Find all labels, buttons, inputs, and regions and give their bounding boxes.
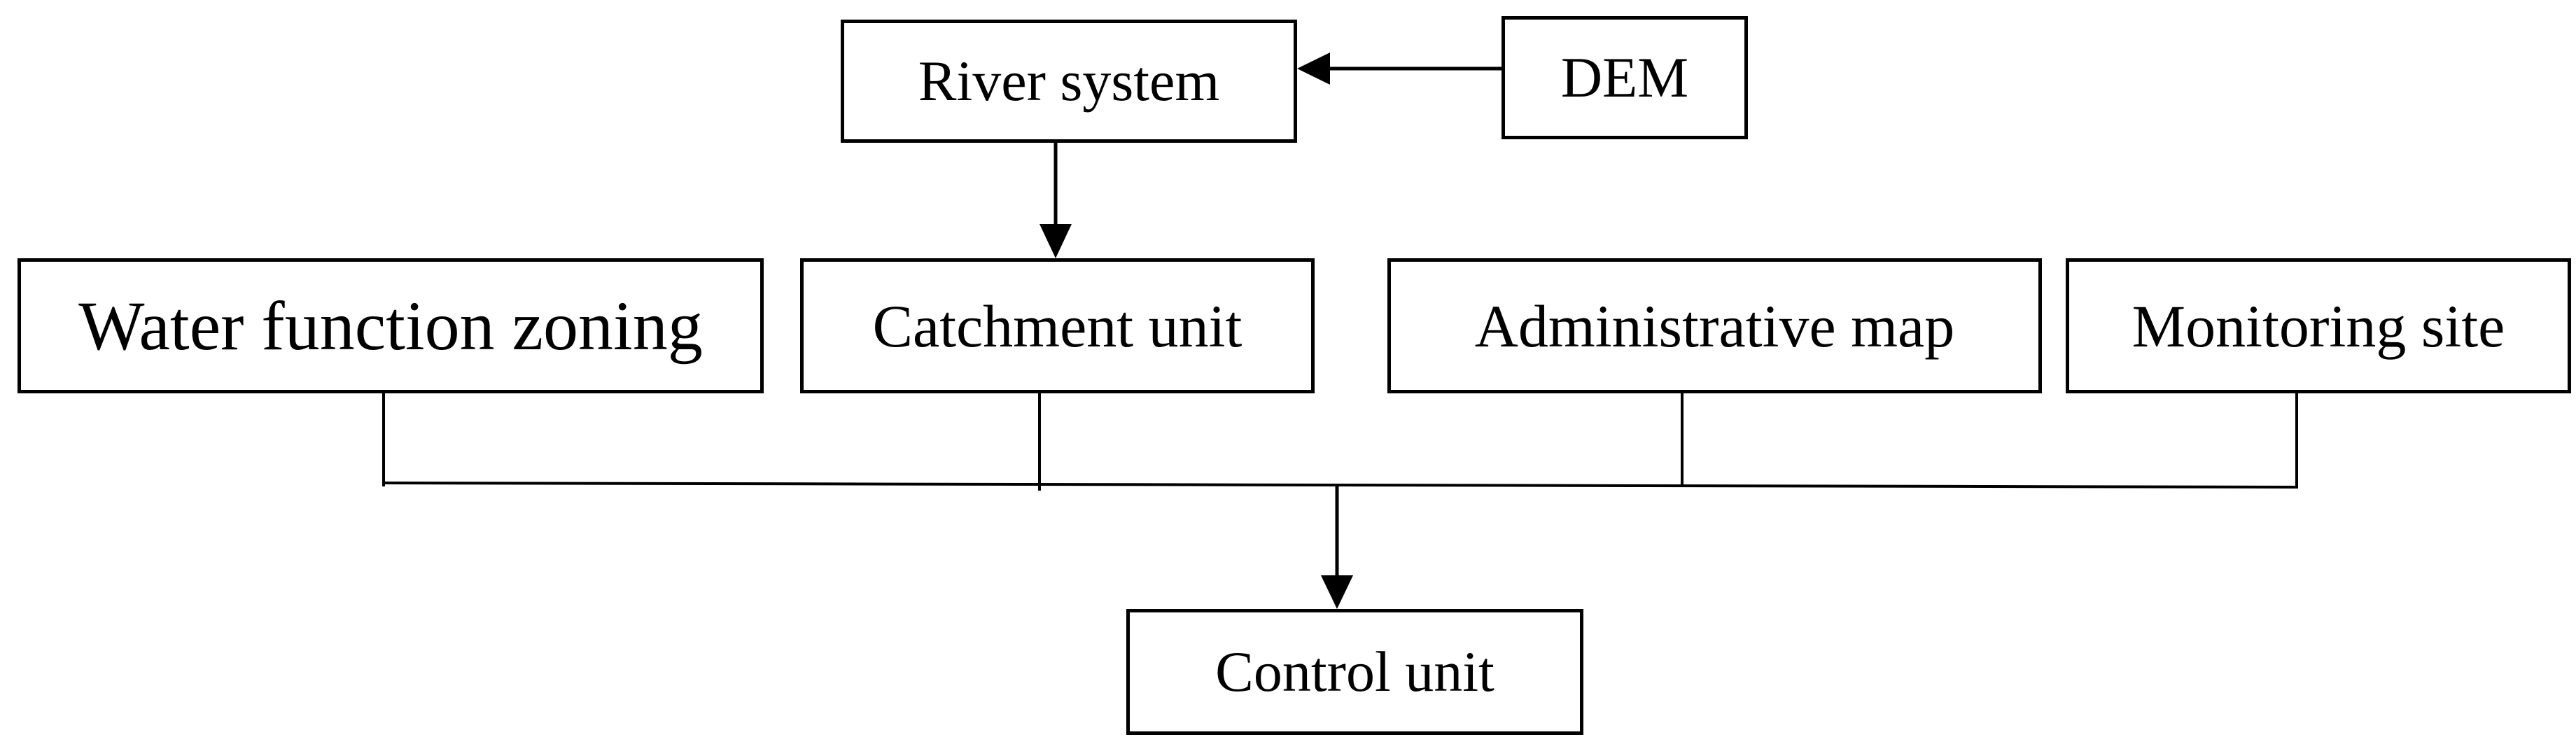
administrative-map-box: Administrative map (1387, 258, 2042, 393)
water-function-zoning-box: Water function zoning (18, 258, 764, 393)
monitoring-site-box: Monitoring site (2066, 258, 2571, 393)
administrative-map-label: Administrative map (1474, 292, 1955, 360)
merge-connector-to-control-unit (382, 393, 2299, 609)
control-unit-label: Control unit (1215, 640, 1494, 703)
arrow-merge-to-control-unit-head (1321, 575, 1353, 609)
river-system-box: River system (841, 20, 1297, 143)
catchment-unit-label: Catchment unit (872, 292, 1242, 360)
monitoring-site-label: Monitoring site (2132, 292, 2505, 360)
arrow-dem-to-river-system-head (1297, 52, 1330, 85)
arrow-dem-to-river-system (1297, 52, 1502, 85)
catchment-unit-box: Catchment unit (800, 258, 1315, 393)
control-unit-box: Control unit (1126, 609, 1583, 735)
dem-label: DEM (1560, 45, 1689, 109)
water-function-zoning-label: Water function zoning (78, 286, 703, 365)
dem-box: DEM (1502, 16, 1748, 139)
arrow-river-system-to-catchment-unit-head (1040, 224, 1072, 258)
merge-bus-line (382, 482, 2299, 489)
river-system-label: River system (918, 49, 1220, 113)
arrow-river-system-to-catchment-unit (1040, 143, 1072, 258)
